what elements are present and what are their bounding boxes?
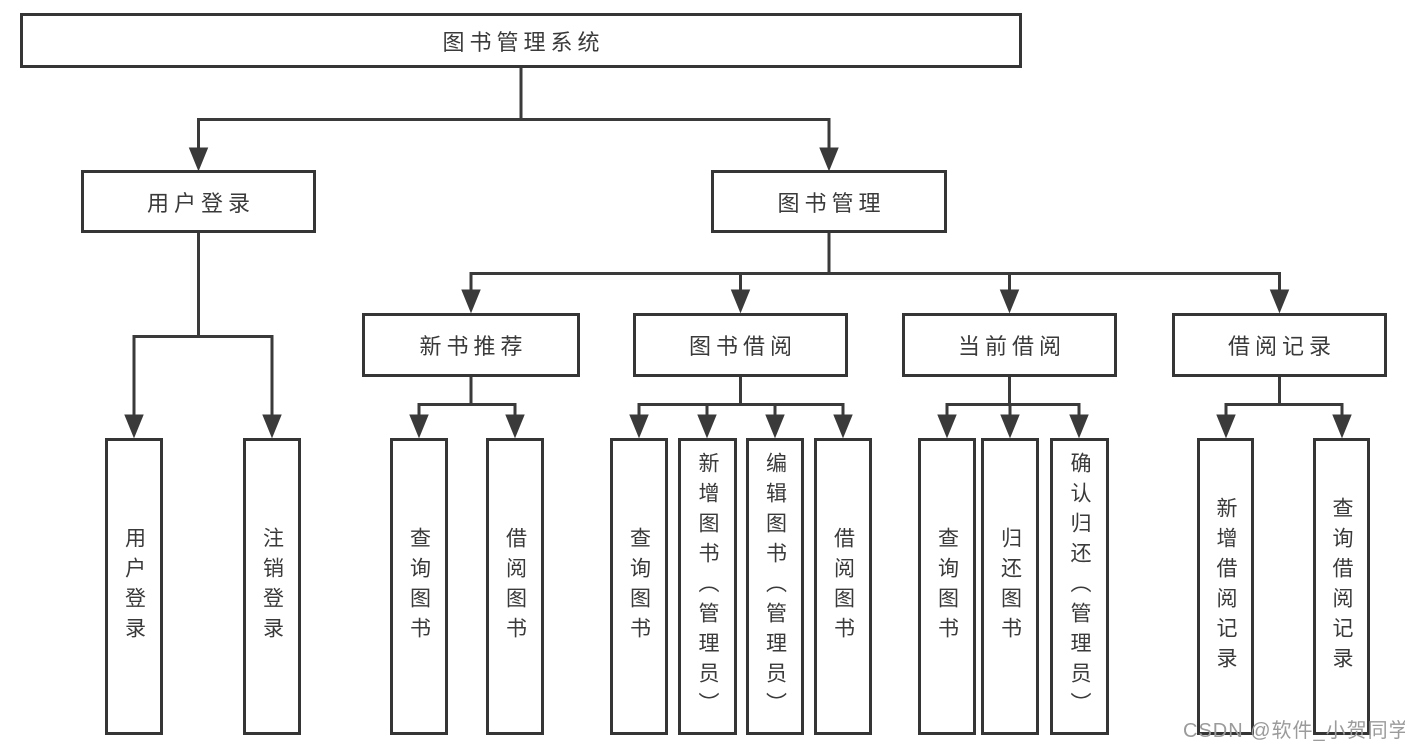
connector-userlogin-to-leaves — [124, 233, 282, 439]
connector-root-to-level2 — [188, 68, 839, 172]
leaf-add-books-admin: 新增图书（管理员） — [678, 438, 737, 735]
connector-bookmgmt-to-level3 — [461, 233, 1290, 314]
node-user-login: 用户登录 — [81, 170, 316, 233]
node-current-borrowing: 当前借阅 — [902, 313, 1117, 377]
leaf-add-borrow-record: 新增借阅记录 — [1197, 438, 1254, 735]
leaf-logout: 注销登录 — [243, 438, 301, 735]
csdn-watermark: CSDN @软件_小贺同学 — [1183, 720, 1405, 742]
connector-current-to-leaves — [937, 377, 1089, 439]
connector-records-to-leaves — [1216, 377, 1352, 439]
leaf-return-books: 归还图书 — [981, 438, 1039, 735]
leaf-query-borrow-record: 查询借阅记录 — [1313, 438, 1370, 735]
node-book-management: 图书管理 — [711, 170, 947, 233]
node-book-borrowing: 图书借阅 — [633, 313, 848, 377]
leaf-query-books-1: 查询图书 — [390, 438, 448, 735]
connector-newbook-to-leaves — [409, 377, 525, 439]
leaf-borrow-books-1: 借阅图书 — [486, 438, 544, 735]
leaf-edit-books-admin: 编辑图书（管理员） — [746, 438, 804, 735]
leaf-confirm-return-admin: 确认归还（管理员） — [1050, 438, 1109, 735]
node-new-book-recommend: 新书推荐 — [362, 313, 580, 377]
leaf-query-books-2: 查询图书 — [610, 438, 668, 735]
leaf-borrow-books-2: 借阅图书 — [814, 438, 872, 735]
connector-borrow-to-leaves — [629, 377, 853, 439]
node-root: 图书管理系统 — [20, 13, 1022, 68]
leaf-query-books-3: 查询图书 — [918, 438, 976, 735]
leaf-user-login: 用户登录 — [105, 438, 163, 735]
node-borrowing-records: 借阅记录 — [1172, 313, 1387, 377]
